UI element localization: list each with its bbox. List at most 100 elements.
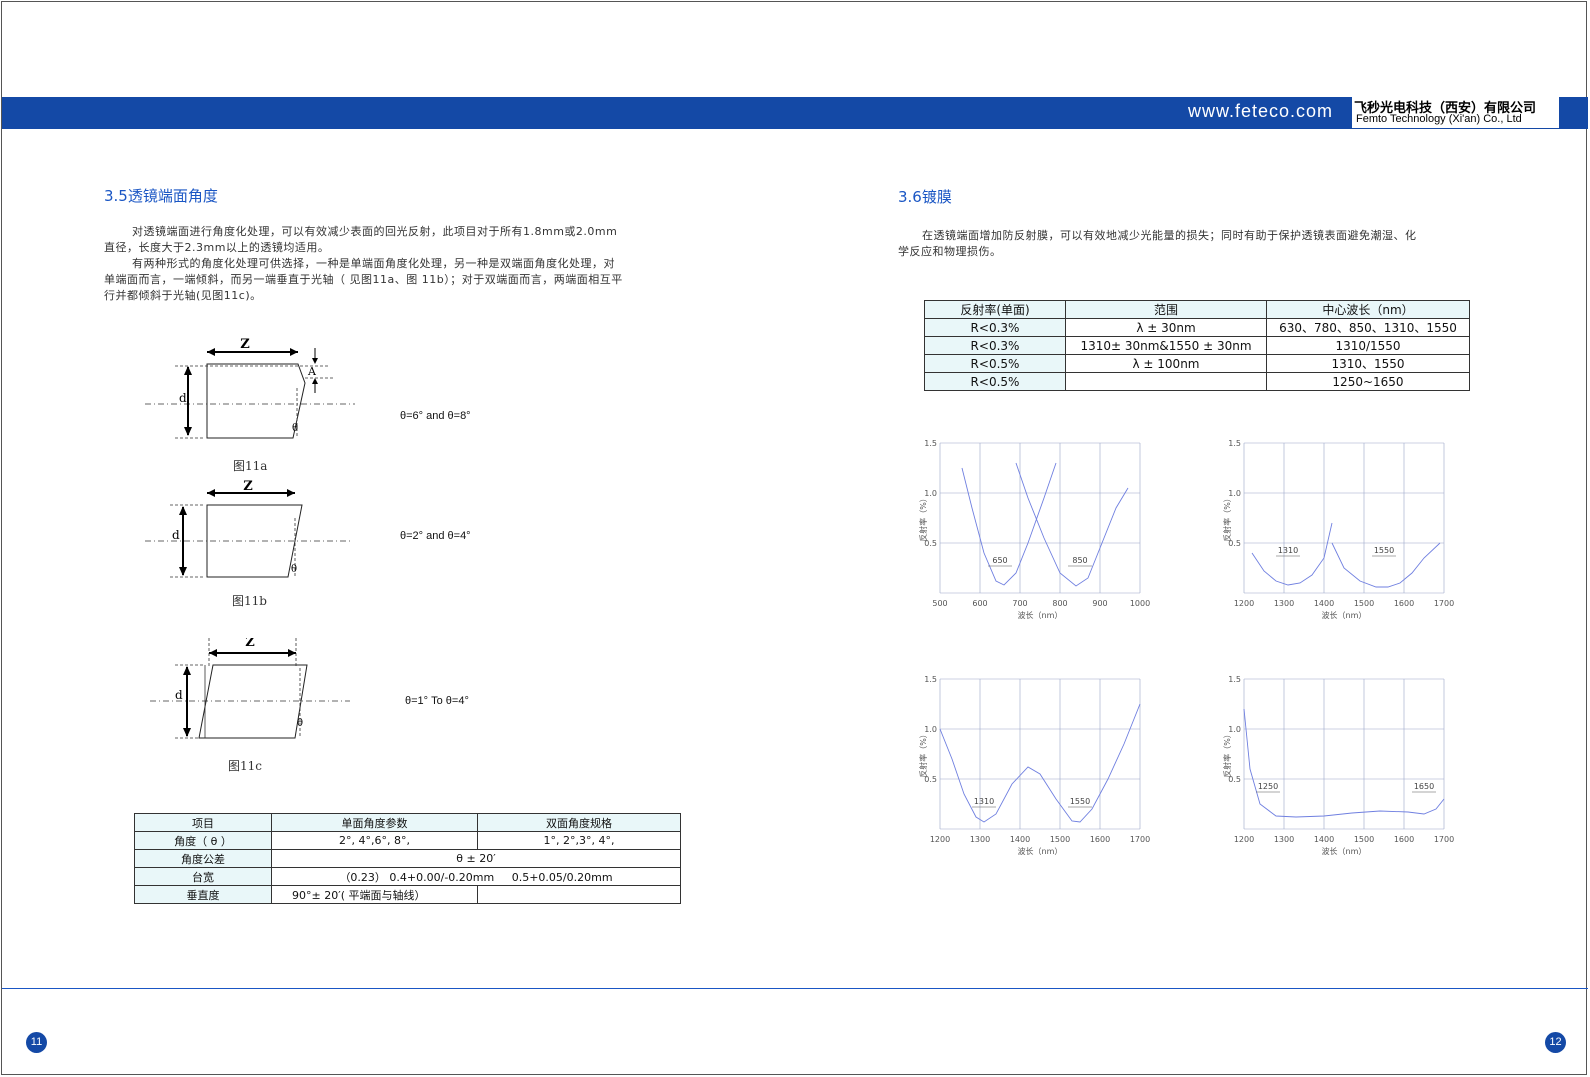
x-tick-label: 1600 — [1394, 835, 1414, 844]
table-header-cell: 项目 — [134, 813, 272, 832]
figure-11c-caption: 图11c — [228, 759, 262, 773]
figure-11c-z-label: Z — [245, 638, 255, 650]
y-tick-label: 0.5 — [924, 539, 937, 548]
annotation-label: 1650 — [1414, 782, 1434, 791]
website-url[interactable]: www.feteco.com — [1188, 101, 1334, 121]
x-tick-label: 600 — [972, 599, 987, 608]
series-line — [961, 462, 1057, 586]
annotation-label: 650 — [992, 556, 1007, 565]
table-cell: R<0.5% — [924, 354, 1066, 373]
series-line — [1251, 522, 1333, 586]
table-row: 角度公差 θ ± 20′ — [134, 849, 681, 868]
y-axis-label: 反射率（%） — [918, 730, 928, 778]
para-line: 直径，长度大于2.3mm以上的透镜均适用。 — [104, 241, 330, 254]
figure-11a-d-label: d — [179, 391, 187, 405]
figure-11c-diagram: Z d θ — [150, 638, 350, 739]
table-header-cell: 中心波长（nm） — [1266, 300, 1470, 319]
y-tick-label: 0.5 — [924, 775, 937, 784]
table-cell: 1310/1550 — [1266, 336, 1470, 355]
table-cell: λ ± 30nm — [1065, 318, 1267, 337]
table-header-row: 反射率(单面) 范围 中心波长（nm） — [924, 300, 1470, 319]
x-axis-label: 波长（nm） — [1018, 846, 1063, 856]
header-banner-end — [1560, 97, 1588, 129]
x-tick-label: 1400 — [1314, 599, 1334, 608]
figure-11a-z-label: Z — [240, 338, 250, 352]
figure-11b-d-label: d — [172, 528, 180, 542]
y-tick-label: 1.0 — [924, 489, 937, 498]
annotation-label: 1250 — [1258, 782, 1278, 791]
x-tick-label: 1200 — [1234, 835, 1254, 844]
table-header-cell: 范围 — [1065, 300, 1267, 319]
figure-11c-formula: θ=1° To θ=4° — [405, 695, 469, 707]
x-tick-label: 1600 — [1090, 835, 1110, 844]
x-axis-label: 波长（nm） — [1018, 610, 1063, 620]
table-row: R<0.5% 1250~1650 — [924, 372, 1470, 391]
table-cell: R<0.3% — [924, 318, 1066, 337]
figure-11a-diagram: Z d A θ — [145, 338, 355, 439]
table-cell: 角度（ θ ） — [134, 831, 272, 850]
annotation-label: 1310 — [974, 797, 994, 806]
annotation-label: 1550 — [1070, 797, 1090, 806]
footer-line — [2, 988, 1588, 989]
table-row: 角度（ θ ） 2°, 4°,6°, 8°, 1°, 2°,3°, 4°, — [134, 831, 681, 850]
figure-11a-theta-label: θ — [292, 423, 298, 434]
page-number-left: 11 — [26, 1032, 47, 1053]
figure-11b-caption: 图11b — [232, 594, 267, 608]
table-header-cell: 反射率(单面) — [924, 300, 1066, 319]
x-tick-label: 1500 — [1050, 835, 1070, 844]
para-line: 单端面而言，一端倾斜，而另一端垂直于光轴（ 见图11a、图 11b）；对于双端面… — [104, 273, 623, 286]
figure-11c-d-label: d — [175, 688, 183, 702]
x-tick-label: 500 — [932, 599, 947, 608]
x-tick-label: 1600 — [1394, 599, 1414, 608]
company-name-en: Femto Technology (Xi'an) Co., Ltd — [1356, 113, 1522, 125]
table-cell: （0.23） 0.4+0.00/-0.20mm 0.5+0.05/0.20mm — [271, 867, 681, 886]
table-cell: R<0.5% — [924, 372, 1066, 391]
table-cell: 垂直度 — [134, 885, 272, 904]
y-tick-label: 1.5 — [924, 439, 937, 448]
table-cell: 1310、1550 — [1266, 354, 1470, 373]
x-tick-label: 1400 — [1010, 835, 1030, 844]
table-cell: 630、780、850、1310、1550 — [1266, 318, 1470, 337]
figure-11b-z-label: Z — [243, 479, 253, 494]
x-tick-label: 1700 — [1434, 599, 1454, 608]
para-line: 学反应和物理损伤。 — [898, 245, 1002, 258]
y-axis-label: 反射率（%） — [918, 494, 928, 542]
series-line — [1243, 708, 1445, 818]
table-cell: 1310± 30nm&1550 ± 30nm — [1065, 336, 1267, 355]
y-tick-label: 1.5 — [924, 675, 937, 684]
table-row: R<0.3% λ ± 30nm 630、780、850、1310、1550 — [924, 318, 1470, 337]
table-cell: 角度公差 — [134, 849, 272, 868]
table-cell: 台宽 — [134, 867, 272, 886]
page-number-right: 12 — [1545, 1032, 1566, 1053]
lens-angle-paragraph: 对透镜端面进行角度化处理，可以有效减少表面的回光反射，此项目对于所有1.8mm或… — [104, 224, 694, 304]
figure-11a-caption: 图11a — [233, 459, 268, 473]
figure-11a-a-label: A — [307, 365, 317, 378]
figure-11b-diagram: Z d θ — [145, 479, 350, 578]
y-axis-label: 反射率（%） — [1222, 494, 1232, 542]
x-tick-label: 1200 — [930, 835, 950, 844]
x-tick-label: 800 — [1052, 599, 1067, 608]
table-cell — [477, 885, 681, 904]
table-cell: θ ± 20′ — [271, 849, 681, 868]
coating-paragraph: 在透镜端面增加防反射膜，可以有效地减少光能量的损失；同时有助于保护透镜表面避免潮… — [898, 228, 1498, 260]
table-cell: 90°± 20′( 平端面与轴线） — [271, 885, 478, 904]
y-tick-label: 1.5 — [1228, 675, 1241, 684]
para-line: 在透镜端面增加防反射膜，可以有效地减少光能量的损失；同时有助于保护透镜表面避免潮… — [922, 229, 1417, 242]
x-axis-label: 波长（nm） — [1322, 610, 1367, 620]
x-tick-label: 1300 — [1274, 835, 1294, 844]
x-tick-label: 1300 — [970, 835, 990, 844]
figure-11c-theta-label: θ — [297, 718, 303, 729]
para-line: 对透镜端面进行角度化处理，可以有效减少表面的回光反射，此项目对于所有1.8mm或… — [132, 225, 618, 238]
y-tick-label: 1.0 — [1228, 489, 1241, 498]
x-tick-label: 700 — [1012, 599, 1027, 608]
table-header-row: 项目 单面角度参数 双面角度规格 — [134, 813, 681, 832]
x-axis-label: 波长（nm） — [1322, 846, 1367, 856]
section-title-lens-angle: 3.5透镜端面角度 — [104, 187, 218, 205]
y-axis-label: 反射率（%） — [1222, 730, 1232, 778]
y-tick-label: 1.5 — [1228, 439, 1241, 448]
table-cell: λ ± 100nm — [1065, 354, 1267, 373]
table-header-cell: 双面角度规格 — [477, 813, 681, 832]
